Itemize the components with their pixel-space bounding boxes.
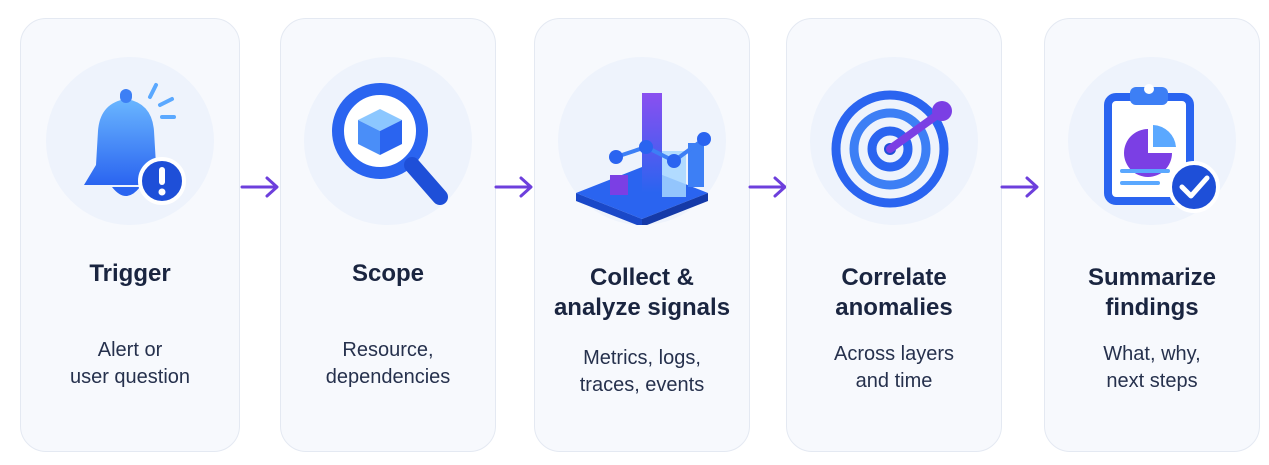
step-description: What, why, next steps — [1103, 343, 1201, 392]
step-description: Across layers and time — [833, 343, 955, 392]
step-card-collect-analyze: Collect & analyze signals Metrics, logs,… — [534, 18, 750, 452]
target-icon — [810, 57, 978, 225]
bell-alert-icon — [46, 57, 214, 225]
step-title: Summarize findings — [1087, 264, 1217, 321]
chart-platform-icon — [558, 57, 726, 225]
clipboard-check-icon — [1068, 57, 1236, 225]
step-description: Metrics, logs, traces, events — [579, 347, 705, 396]
step-title: Correlate anomalies — [835, 264, 953, 321]
step-card-trigger: Trigger Alert or user question — [20, 18, 240, 452]
arrow-right-icon — [240, 176, 279, 198]
step-card-correlate: Correlate anomalies Across layers and ti… — [786, 18, 1002, 452]
step-description: Resource, dependencies — [325, 339, 451, 388]
magnifier-cube-icon — [304, 57, 472, 225]
arrow-right-icon — [494, 176, 533, 198]
step-card-summarize: Summarize findings What, why, next steps — [1044, 18, 1260, 452]
arrow-right-icon — [1000, 176, 1039, 198]
step-description: Alert or user question — [69, 339, 191, 388]
step-title: Collect & analyze signals — [553, 264, 731, 321]
step-card-scope: Scope Resource, dependencies — [280, 18, 496, 452]
step-title: Scope — [351, 260, 425, 287]
step-title: Trigger — [89, 260, 171, 287]
arrow-right-icon — [748, 176, 787, 198]
